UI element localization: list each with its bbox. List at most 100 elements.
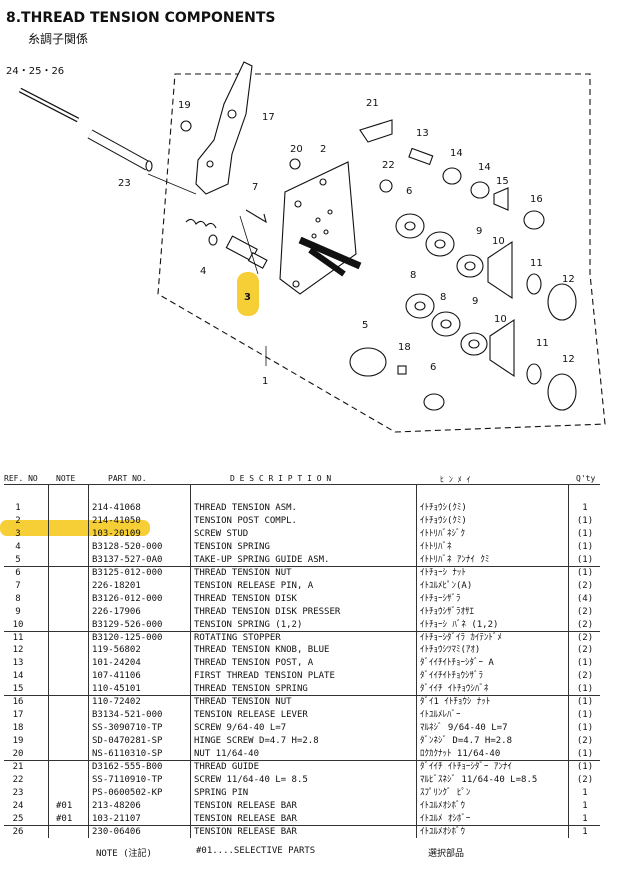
cell-part: B3129-526-000: [92, 619, 163, 630]
callout-15: 15: [496, 176, 509, 187]
cell-qty: 1: [582, 787, 588, 798]
cell-part: 214-41050: [92, 515, 141, 526]
cell-qty: (2): [576, 671, 594, 682]
cell-qty: 1: [582, 813, 588, 824]
cell-desc: HINGE SCREW D=4.7 H=2.8: [194, 736, 319, 747]
callout-11-lower: 11: [536, 338, 549, 349]
cell-ref: 16: [12, 697, 24, 708]
cell-ref: 6: [15, 567, 21, 578]
cell-qty: (1): [576, 723, 594, 734]
callout-1: 1: [262, 376, 268, 387]
tension-post-a-part: [408, 147, 434, 166]
nut-part: [289, 158, 301, 170]
callout-3: 3: [244, 292, 251, 303]
cell-qty: (1): [576, 541, 594, 552]
hinge-screw-part: [180, 120, 192, 132]
tension-disk-part: [395, 213, 425, 239]
cell-qty: 1: [582, 800, 588, 811]
cell-qty: (2): [576, 606, 594, 617]
cell-ref: 2: [15, 515, 21, 526]
header-part: PART NO.: [108, 474, 147, 483]
cell-kana: ﾀﾞｲｲﾁ ｲﾄﾁｮｰｼﾀﾞｰ ｱﾝﾅｲ: [420, 762, 512, 772]
cell-desc: THREAD TENSION SPRING: [194, 684, 308, 695]
cell-kana: ﾀﾞｲ1 ｲﾄﾁｮｳｼ ﾅｯﾄ: [420, 697, 491, 708]
cell-kana: ｲﾄﾁｮｳｼ(ｸﾐ): [420, 515, 467, 526]
cell-qty: (2): [576, 736, 594, 747]
cell-part: 213-48206: [92, 800, 141, 811]
cell-desc: TENSION RELEASE PIN, A: [194, 580, 314, 591]
cell-ref: 20: [12, 749, 24, 760]
callout-17: 17: [262, 112, 275, 123]
cell-part: 119-56802: [92, 645, 141, 656]
cell-qty: (1): [576, 749, 594, 760]
callout-2: 2: [320, 144, 326, 155]
cell-part: 107-41106: [92, 671, 141, 682]
cell-qty: (1): [576, 710, 594, 721]
header-desc: D E S C R I P T I O N: [230, 474, 332, 483]
group-rule: [4, 760, 600, 761]
callout-10-lower: 10: [494, 314, 507, 325]
cell-desc: THREAD TENSION DISK: [194, 593, 297, 604]
cell-qty: (1): [576, 528, 594, 539]
cell-qty: 1: [582, 503, 588, 513]
col-rule-5: [568, 484, 569, 838]
cell-part: NS-6110310-SP: [92, 749, 163, 760]
group-rule: [4, 695, 600, 697]
callout-24-25-26: 24・25・26: [6, 66, 64, 77]
screw-stud-part: [225, 235, 268, 269]
cell-kana: ｲﾄﾕﾙﾒﾋﾟﾝ(A): [420, 580, 473, 591]
header-ref: REF. NO: [4, 474, 38, 483]
cell-part: 110-45101: [92, 684, 141, 695]
header-kana: ﾋ ﾝ ﾒ ｲ: [440, 475, 471, 484]
cell-desc: FIRST THREAD TENSION PLATE: [194, 671, 335, 682]
cell-desc: TENSION SPRING (1,2): [194, 619, 303, 630]
cell-part: 110-72402: [92, 697, 141, 708]
cell-qty: (1): [576, 554, 594, 565]
tension-post-plate-part: [279, 161, 357, 295]
cell-kana: ｲﾄﾕﾙﾒﾚﾊﾞｰ: [420, 710, 461, 721]
callout-8-lower: 8: [440, 292, 446, 303]
callout-6-upper: 6: [406, 186, 412, 197]
callout-21: 21: [366, 98, 379, 109]
cell-ref: 22: [12, 774, 24, 785]
cell-part: 103-20109: [92, 528, 141, 539]
cell-ref: 11: [12, 632, 24, 643]
cell-kana: ｲﾄﾁｮｳｼｻﾞﾗｵｻｴ: [420, 606, 475, 617]
col-rule-3: [190, 484, 191, 838]
header-rule: [4, 484, 600, 485]
footer-note: NOTE (注記) #01....SELECTIVE PARTS 選択部品: [0, 846, 623, 860]
cell-kana: ｲﾄﾕﾙﾒｵｼﾎﾞｳ: [420, 800, 466, 811]
cell-desc: THREAD TENSION NUT: [194, 567, 292, 578]
callout-12-lower: 12: [562, 354, 575, 365]
cell-part: B3125-012-000: [92, 567, 163, 578]
cell-ref: 21: [12, 762, 24, 772]
cell-desc: THREAD TENSION DISK PRESSER: [194, 606, 341, 617]
header-note: NOTE: [56, 474, 76, 483]
cell-desc: THREAD GUIDE: [194, 762, 260, 772]
cell-ref: 1: [15, 503, 21, 513]
cell-ref: 12: [12, 645, 24, 656]
cell-ref: 15: [12, 684, 24, 695]
cell-kana: ｲﾄﾕﾙﾒｵｼﾎﾞｳ: [420, 826, 466, 837]
cell-ref: 17: [12, 710, 24, 721]
cell-note: #01: [56, 813, 73, 824]
callout-5: 5: [362, 320, 368, 331]
group-rule: [4, 565, 600, 567]
callout-13: 13: [416, 128, 429, 139]
cell-kana: ﾛｸｶｸﾅｯﾄ 11/64-40: [420, 749, 501, 760]
cell-qty: (1): [576, 697, 594, 708]
cell-qty: (1): [576, 567, 594, 578]
cell-kana: ﾏﾙﾋﾞｽﾈｼﾞ 11/64-40 L=8.5: [420, 774, 538, 785]
callout-23: 23: [118, 178, 131, 189]
callout-10-upper: 10: [492, 236, 505, 247]
thread-guide-part: [359, 119, 393, 143]
cell-qty: (2): [576, 645, 594, 656]
cell-qty: (2): [576, 619, 594, 630]
cell-desc: ROTATING STOPPER: [194, 632, 281, 643]
